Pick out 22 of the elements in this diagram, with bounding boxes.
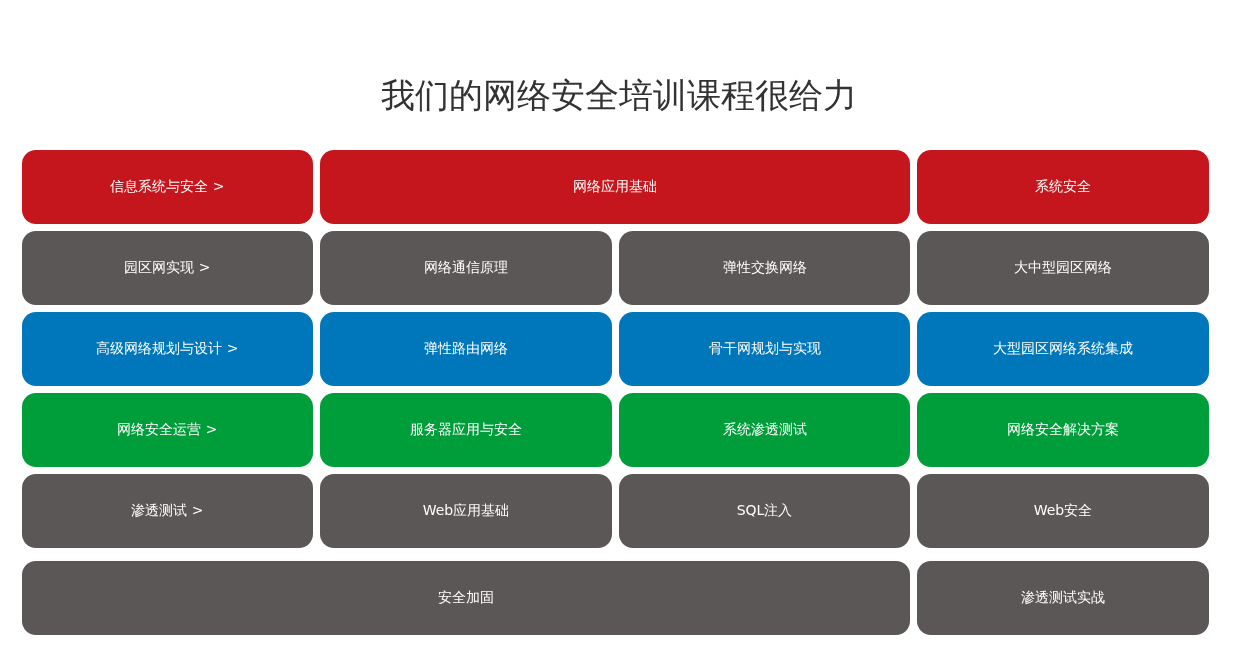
course-box: 网络安全运营 > [22,393,313,467]
course-box: 骨干网规划与实现 [619,312,910,386]
course-box: 系统安全 [917,150,1209,224]
course-box: 大中型园区网络 [917,231,1209,305]
course-box: 安全加固 [22,561,910,635]
course-box: 园区网实现 > [22,231,313,305]
course-box: 系统渗透测试 [619,393,910,467]
course-box: SQL注入 [619,474,910,548]
course-box: 渗透测试 > [22,474,313,548]
course-box: Web应用基础 [320,474,612,548]
course-box: 网络通信原理 [320,231,612,305]
course-box: 大型园区网络系统集成 [917,312,1209,386]
course-box: Web安全 [917,474,1209,548]
title: 我们的网络安全培训课程很给力 [380,74,857,117]
course-box: 网络应用基础 [320,150,910,224]
course-box: 弹性路由网络 [320,312,612,386]
course-box: 服务器应用与安全 [320,393,612,467]
course-box: 信息系统与安全 > [22,150,313,224]
course-box: 弹性交换网络 [619,231,910,305]
course-box: 网络安全解决方案 [917,393,1209,467]
course-box: 高级网络规划与设计 > [22,312,313,386]
course-box: 渗透测试实战 [917,561,1209,635]
